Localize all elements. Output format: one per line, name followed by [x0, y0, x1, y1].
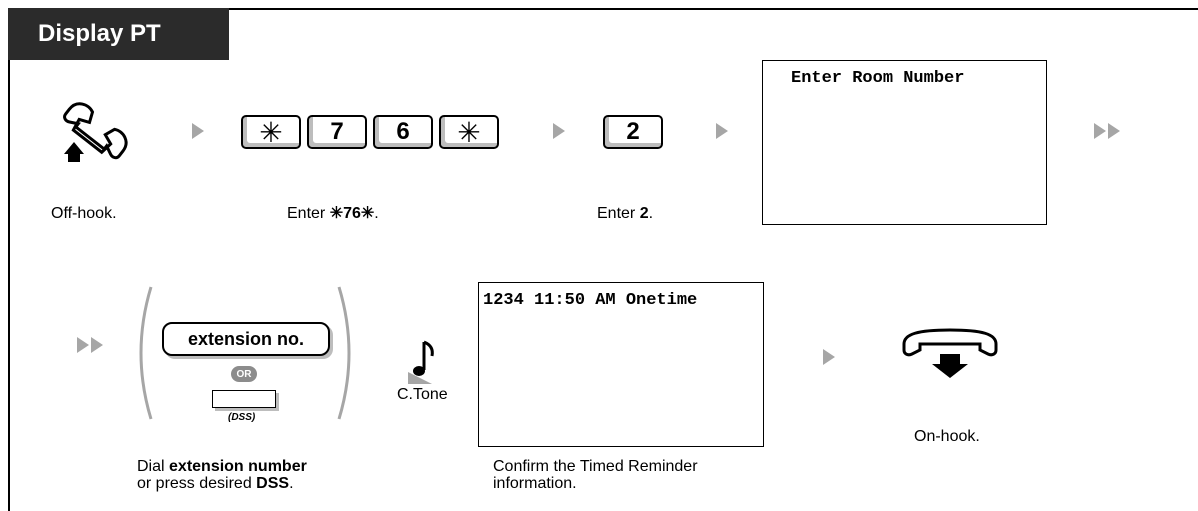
enter-2-caption: Enter 2. [597, 205, 653, 223]
procedure-frame [8, 8, 1198, 511]
on-hook-handset-icon [900, 322, 1000, 380]
caption-text: or press desired [137, 475, 257, 492]
dial-caption-line2: or press desired DSS. [137, 475, 294, 493]
display-screen-reminder: 1234 11:50 AM Onetime [478, 282, 764, 447]
caption-code: 2 [639, 205, 649, 222]
right-bracket [333, 283, 363, 423]
caption-code: ✳76✳ [329, 205, 375, 222]
dial-caption-line1: Dial extension number [137, 458, 307, 476]
next-arrow [553, 123, 565, 139]
caption-text: . [374, 205, 379, 222]
next-arrow [1094, 123, 1106, 139]
key-7: 7 [307, 115, 367, 149]
key-6: 6 [373, 115, 433, 149]
next-arrow [192, 123, 204, 139]
caption-bold: DSS [256, 475, 290, 492]
key-star-1: ✳ [241, 115, 301, 149]
dss-label: (DSS) [228, 412, 256, 423]
next-arrow [1108, 123, 1120, 139]
or-badge: OR [231, 366, 257, 382]
confirmation-tone-label: C.Tone [397, 386, 448, 403]
caption-text: . [648, 205, 654, 222]
caption-text: . [289, 475, 294, 492]
extension-number-key: extension no. [162, 322, 330, 356]
music-note-icon [404, 336, 438, 386]
key-2: 2 [603, 115, 663, 149]
confirm-caption-line2: information. [493, 475, 577, 492]
left-bracket [127, 283, 157, 423]
off-hook-handset-icon [48, 98, 133, 178]
caption-bold: extension number [169, 458, 307, 475]
dss-button [212, 390, 276, 408]
next-arrow [823, 349, 835, 365]
display-text: Enter Room Number [791, 69, 965, 88]
display-screen-room: Enter Room Number [762, 60, 1047, 225]
off-hook-caption: Off-hook. [51, 205, 117, 222]
title-tab: Display PT [8, 8, 229, 60]
enter-feature-caption: Enter ✳76✳. [287, 205, 379, 223]
caption-text: Enter [597, 205, 640, 222]
continue-arrow [77, 337, 89, 353]
title-text: Display PT [38, 20, 161, 47]
on-hook-caption: On-hook. [914, 428, 980, 445]
caption-text: Dial [137, 458, 170, 475]
caption-text: Enter [287, 205, 330, 222]
next-arrow [716, 123, 728, 139]
key-star-2: ✳ [439, 115, 499, 149]
display-text: 1234 11:50 AM Onetime [483, 291, 698, 310]
confirm-caption-line1: Confirm the Timed Reminder [493, 458, 698, 475]
continue-arrow [91, 337, 103, 353]
